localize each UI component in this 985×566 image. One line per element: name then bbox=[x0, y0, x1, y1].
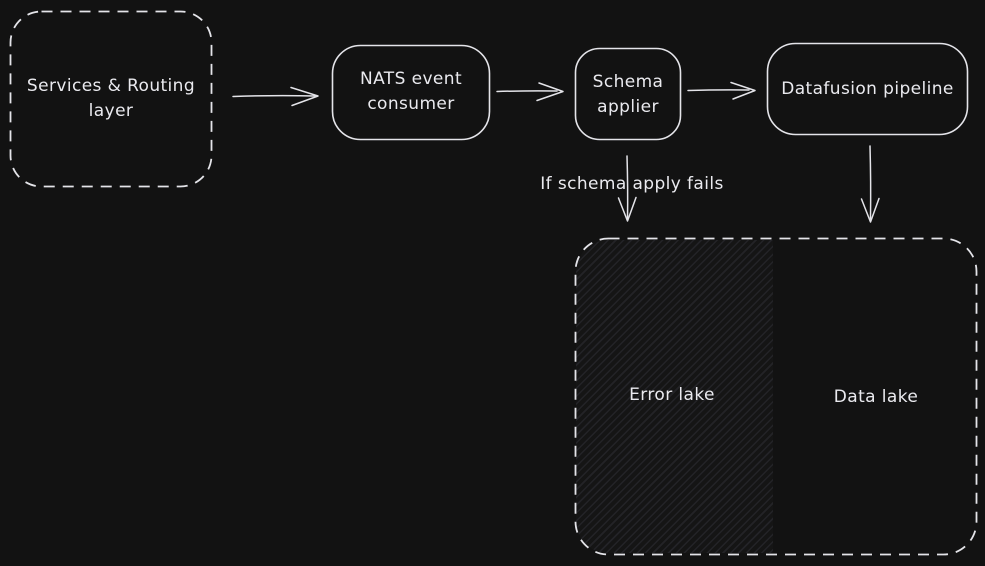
arrow-services-to-nats bbox=[232, 86, 319, 107]
arrow-datafusion-to-data-lake bbox=[860, 145, 880, 223]
datafusion-pipeline-label: Datafusion pipeline bbox=[781, 79, 954, 99]
services-routing-label: Services & Routing layer bbox=[26, 76, 196, 121]
arrow-nats-to-schema bbox=[496, 82, 564, 102]
schema-fail-annotation: If schema apply fails bbox=[540, 174, 724, 194]
arrow-schema-to-datafusion bbox=[687, 81, 756, 100]
schema-applier-label: Schema applier bbox=[592, 72, 664, 117]
data-lake-label: Data lake bbox=[833, 387, 919, 407]
error-lake-label: Error lake bbox=[629, 385, 715, 405]
nats-consumer-label: NATS event consumer bbox=[359, 69, 463, 114]
